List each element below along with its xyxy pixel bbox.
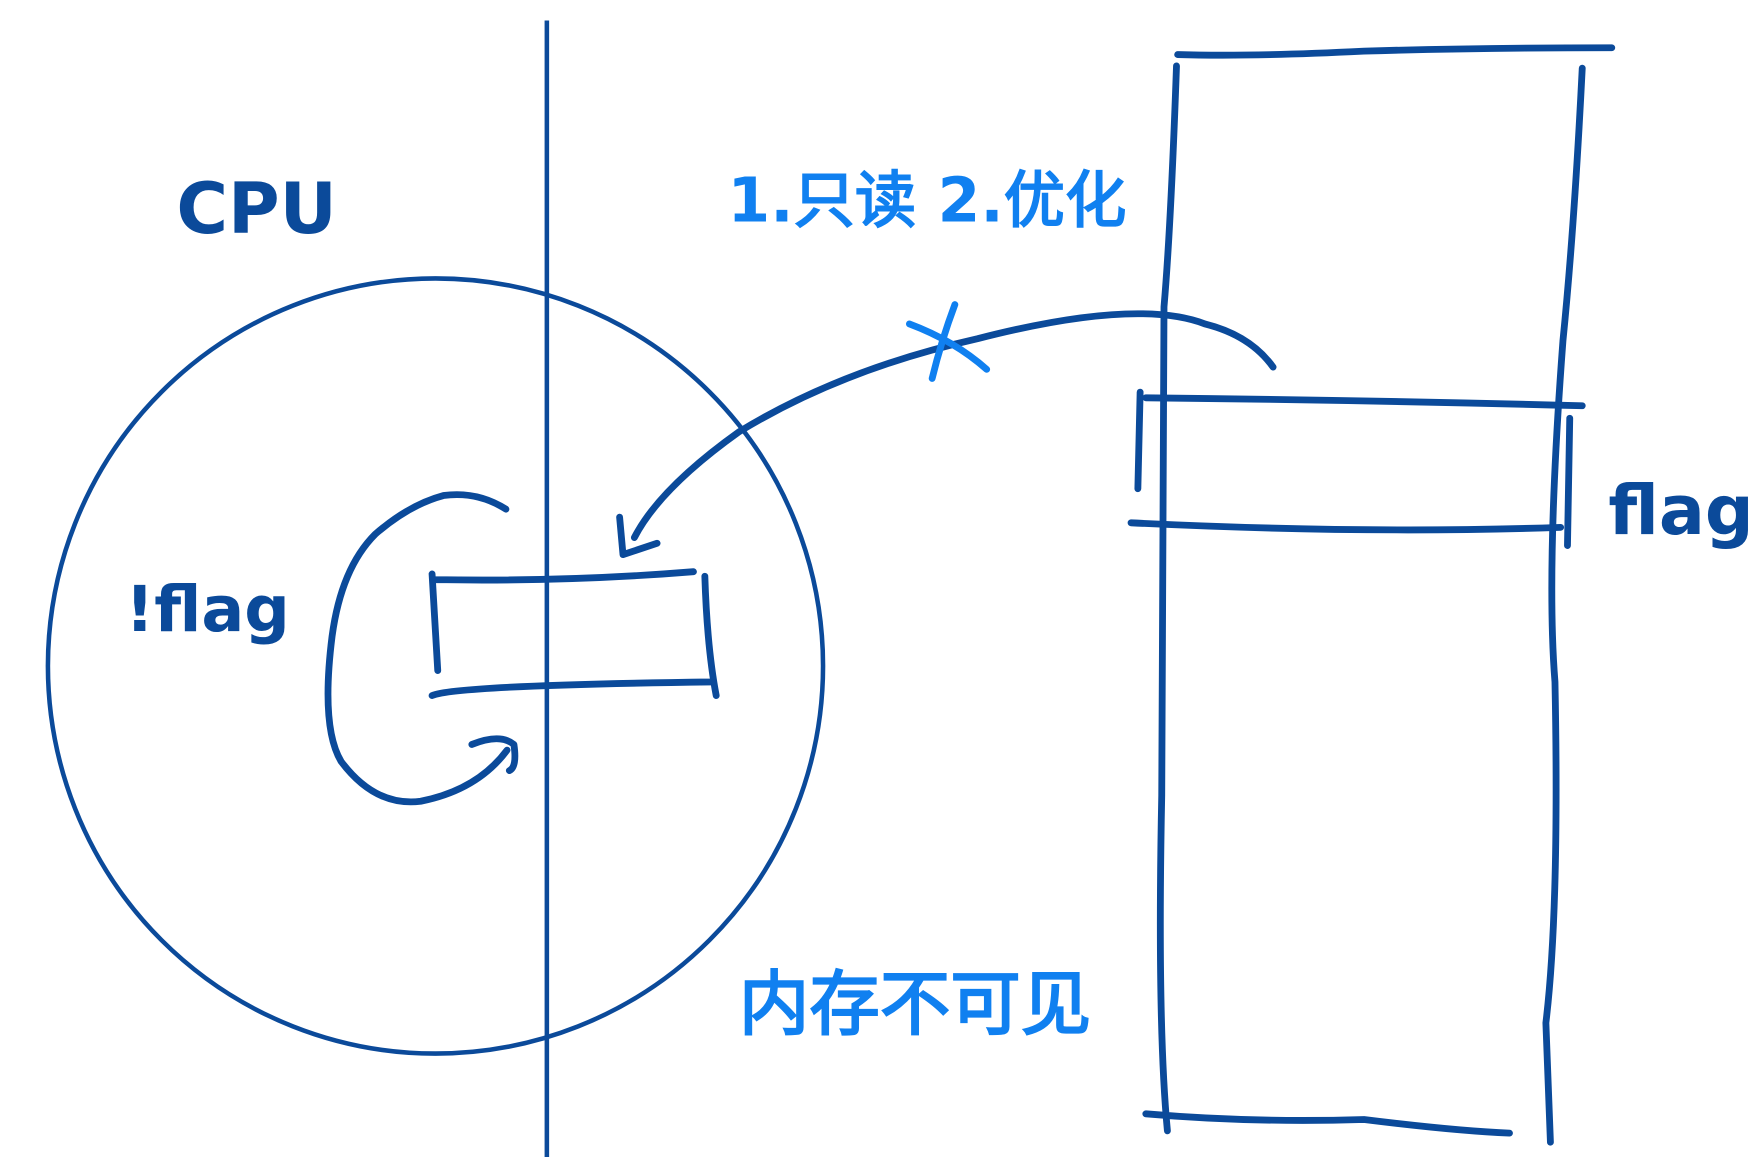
flag-label: flag	[1608, 472, 1753, 551]
note-top: 1.只读 2.优化	[728, 166, 1127, 237]
read-arrow	[616, 310, 1277, 559]
cpu-label: CPU	[176, 168, 337, 250]
blocked-x-mark	[906, 301, 991, 382]
not-flag-label: !flag	[125, 573, 290, 647]
memory-column	[1142, 44, 1616, 1146]
loop-arrow	[324, 491, 519, 806]
cpu-cache-box	[428, 568, 720, 699]
memory-flag-slot	[1127, 388, 1586, 549]
note-bottom: 内存不可见	[739, 964, 1091, 1046]
cpu-circle	[45, 276, 826, 1056]
